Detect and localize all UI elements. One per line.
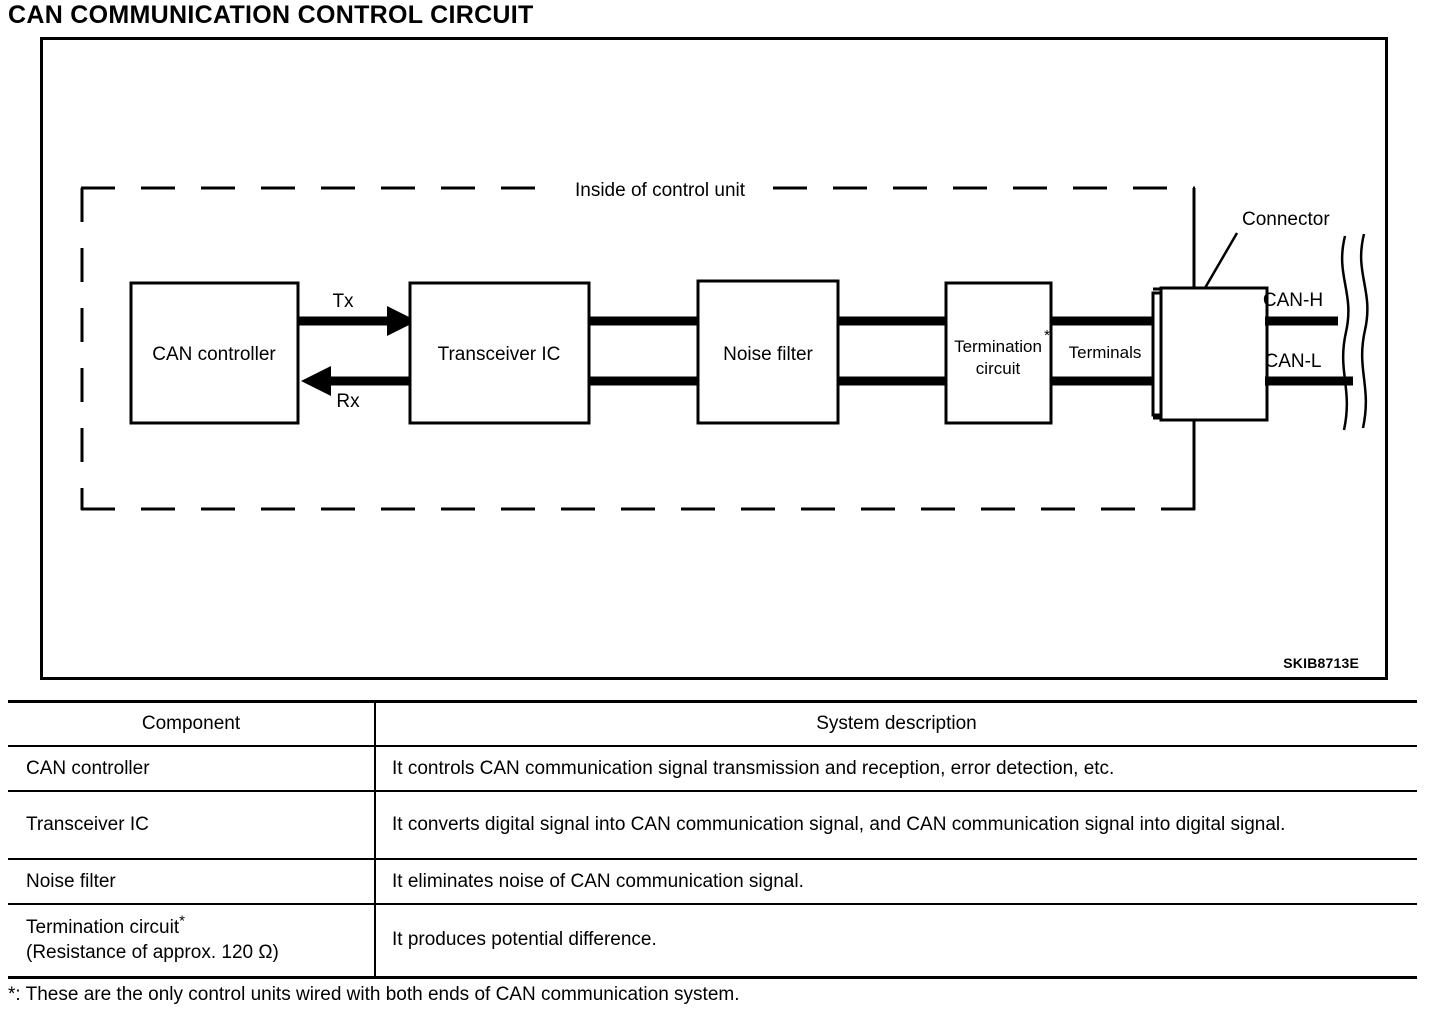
terminals-label: Terminals	[1069, 343, 1142, 362]
figure-code: SKIB8713E	[1283, 655, 1359, 671]
table-footnote: *: These are the only control units wire…	[8, 984, 740, 1005]
table-cell-description: It produces potential difference.	[375, 904, 1417, 979]
block-transceiver-ic-label: Transceiver IC	[438, 344, 561, 365]
break-wave-left	[1340, 235, 1350, 431]
table-cell-component: Noise filter	[8, 859, 376, 905]
block-noise-filter	[696, 279, 840, 425]
table-row: Noise filter It eliminates noise of CAN …	[8, 859, 1417, 905]
break-wave-right	[1359, 233, 1369, 429]
table-cell-description: It converts digital signal into CAN comm…	[375, 791, 1417, 860]
block-can-controller-label: CAN controller	[152, 344, 276, 365]
table-row: Transceiver IC It converts digital signa…	[8, 791, 1417, 860]
tx-label: Tx	[332, 291, 354, 312]
table-header-row: Component System description	[8, 700, 1417, 747]
table-cell-component: Transceiver IC	[8, 791, 376, 860]
table-cell-description: It eliminates noise of CAN communication…	[375, 859, 1417, 905]
block-termination-circuit-label-line1: Termination	[954, 337, 1042, 356]
termination-star-marker: *	[1044, 327, 1050, 344]
table-cell-component: CAN controller	[8, 746, 376, 792]
block-noise-filter-label: Noise filter	[723, 344, 813, 365]
table-header-component: Component	[8, 700, 376, 747]
connector-leader-line	[1203, 232, 1239, 289]
rx-arrow-head	[301, 366, 331, 396]
table-row: Termination circuit* (Resistance of appr…	[8, 904, 1417, 979]
can-circuit-diagram: Inside of control unit CAN controller Tx…	[80, 180, 1369, 511]
table-cell-component-star: *	[179, 912, 185, 930]
page-title: CAN COMMUNICATION CONTROL CIRCUIT	[8, 1, 534, 29]
tx-arrow-head	[387, 306, 417, 336]
table-cell-component-line1: Termination circuit	[26, 916, 180, 938]
connector-label: Connector	[1242, 209, 1330, 230]
block-termination-circuit	[944, 281, 1053, 425]
figure-frame: Inside of control unit CAN controller Tx…	[40, 37, 1388, 680]
boundary-label: Inside of control unit	[575, 180, 746, 201]
block-termination-circuit-label-line2: circuit	[976, 359, 1021, 378]
connector-inner-body	[1159, 286, 1269, 422]
bus-can-h-label: CAN-H	[1263, 290, 1323, 311]
table-cell-component: Termination circuit* (Resistance of appr…	[8, 904, 376, 979]
rx-label: Rx	[336, 391, 360, 412]
table-cell-description: It controls CAN communication signal tra…	[375, 746, 1417, 792]
block-can-controller	[129, 281, 300, 425]
table-header-description: System description	[375, 700, 1417, 747]
bus-can-l-label: CAN-L	[1264, 351, 1321, 372]
component-description-table: Component System description CAN control…	[8, 700, 1417, 979]
table-row: CAN controller It controls CAN communica…	[8, 746, 1417, 792]
table-cell-component-line2: (Resistance of approx. 120 Ω)	[26, 942, 279, 964]
block-transceiver-ic	[408, 281, 591, 425]
